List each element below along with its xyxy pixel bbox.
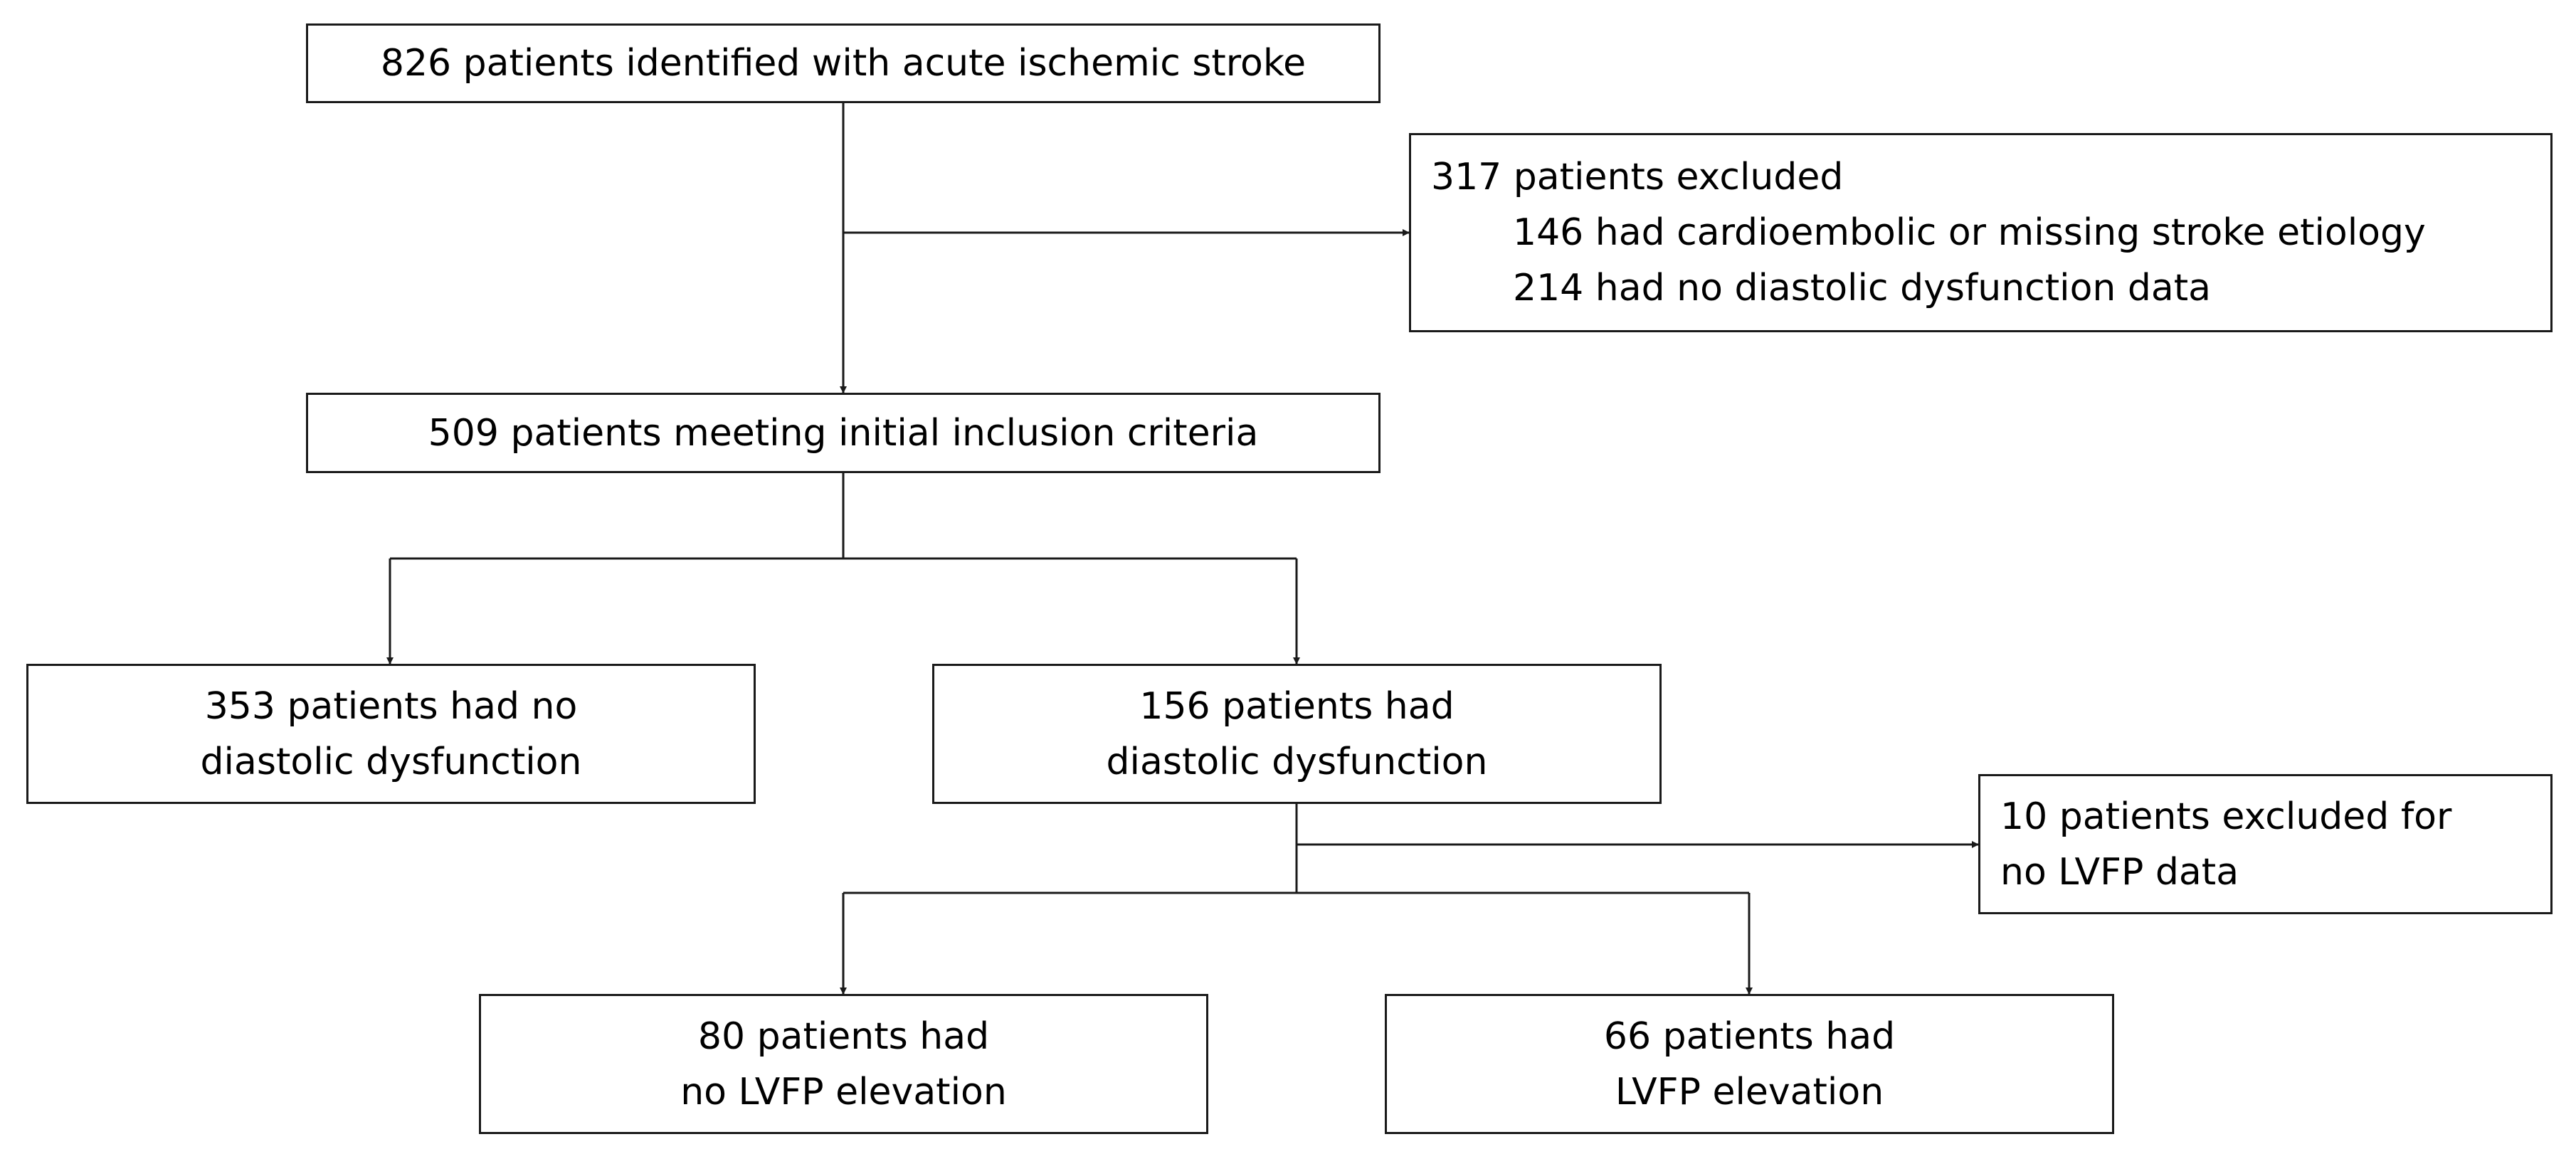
excluded-reason: 214 had no diastolic dysfunction data (1513, 267, 2212, 309)
excluded-title: 317 patients excluded (1431, 156, 1844, 198)
no-dd-line: 353 patients had no (204, 684, 578, 728)
elevation-box: 66 patients had LVFP elevation (1385, 994, 2114, 1134)
identified-box: 826 patients identified with acute ische… (306, 23, 1381, 103)
dd-box: 156 patients had diastolic dysfunction (932, 664, 1662, 804)
no-dd-line: diastolic dysfunction (200, 740, 582, 783)
excluded-lvfp-line: no LVFP data (2000, 850, 2239, 894)
excluded-lvfp-box: 10 patients excluded for no LVFP data (1978, 774, 2553, 914)
included-box: 509 patients meeting initial inclusion c… (306, 393, 1381, 473)
no-elevation-line: 80 patients had (697, 1015, 990, 1058)
excluded-reason: 146 had cardioembolic or missing stroke … (1513, 211, 2426, 254)
dd-line: 156 patients had (1139, 684, 1455, 728)
split-line-included (390, 473, 1297, 560)
elevation-line: LVFP elevation (1615, 1070, 1884, 1113)
excluded-lvfp-line: 10 patients excluded for (2000, 795, 2452, 838)
no-dd-box: 353 patients had no diastolic dysfunctio… (26, 664, 756, 804)
included-text: 509 patients meeting initial inclusion c… (428, 411, 1259, 455)
no-elevation-box: 80 patients had no LVFP elevation (479, 994, 1208, 1134)
elevation-line: 66 patients had (1603, 1015, 1896, 1058)
identified-text: 826 patients identified with acute ische… (380, 42, 1307, 85)
excluded-box: 317 patients excluded 146 had cardioembo… (1409, 133, 2553, 332)
dd-line: diastolic dysfunction (1106, 740, 1488, 783)
no-elevation-line: no LVFP elevation (680, 1070, 1007, 1113)
